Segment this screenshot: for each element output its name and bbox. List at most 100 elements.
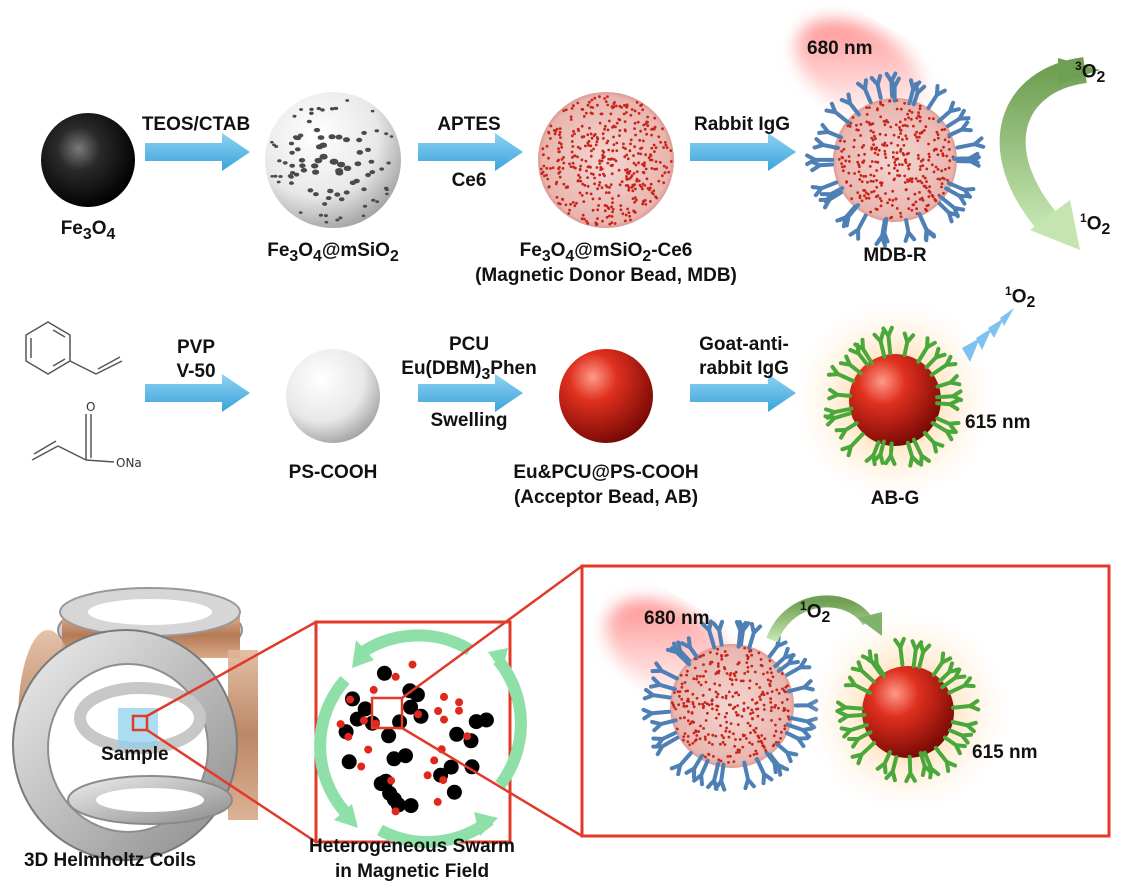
ce6-dot <box>683 681 687 684</box>
ce6-dot <box>846 124 850 128</box>
ce6-dot <box>649 154 653 158</box>
ce6-dot <box>850 197 854 201</box>
ce6-dot <box>868 165 872 168</box>
antibody <box>935 416 961 433</box>
ce6-dot <box>915 116 919 120</box>
ce6-dot <box>729 754 732 758</box>
ce6-dot <box>539 167 543 171</box>
ce6-dot <box>570 156 574 159</box>
ce6-dot <box>913 192 917 196</box>
ce6-dot <box>768 682 772 686</box>
ce6-dot <box>691 692 695 696</box>
acceptor-particle <box>408 660 417 669</box>
ce6-dot <box>714 690 718 694</box>
pore <box>345 99 350 102</box>
ce6-dot <box>918 107 922 111</box>
ce6-dot <box>599 168 603 172</box>
ce6-dot <box>574 166 577 170</box>
antibody <box>940 667 967 690</box>
magnetic-donor-particle <box>478 712 494 728</box>
singlet-oxygen-label: 1O2 <box>800 599 831 627</box>
ce6-dot <box>755 707 758 711</box>
ce6-dot <box>558 175 562 179</box>
ce6-dot <box>858 165 861 169</box>
ce6-dot <box>910 208 914 212</box>
acceptor-particle <box>440 692 448 701</box>
ce6-dot <box>867 192 870 196</box>
ce6-dot <box>589 111 593 115</box>
ce6-dot <box>654 160 658 164</box>
arrow-reagent-label: PVP <box>176 337 216 358</box>
ce6-dot <box>678 690 682 693</box>
ce6-dot <box>865 113 869 116</box>
ce6-dot <box>943 177 946 181</box>
ce6-dot <box>635 179 639 183</box>
ce6-dot <box>703 735 707 739</box>
ce6-dot <box>635 101 639 104</box>
antibody <box>936 100 961 124</box>
ce6-dot <box>701 706 705 710</box>
ce6-dot <box>727 703 731 707</box>
ce6-dot <box>686 697 690 701</box>
ce6-dot <box>898 163 901 166</box>
ce6-dot <box>703 701 707 704</box>
process-arrow <box>418 133 523 171</box>
pore <box>349 180 357 186</box>
mdb-formula-label: Fe3O4@mSiO2-Ce6 <box>519 240 693 265</box>
pore <box>270 140 274 144</box>
ce6-dot <box>698 655 702 659</box>
ce6-dot <box>623 219 627 223</box>
acceptor-formula-label: Eu&PCU@PS-COOH <box>513 462 699 483</box>
ce6-dot <box>589 192 593 196</box>
ce6-dot <box>685 699 689 703</box>
ab-g-antibody-bead <box>823 325 964 468</box>
ce6-dot <box>630 108 634 111</box>
ce6-dot <box>876 108 879 112</box>
ce6-dot <box>695 677 698 681</box>
ce6-dot <box>557 147 560 151</box>
pore <box>316 106 321 111</box>
fe3o4-label: Fe3O4 <box>60 218 116 243</box>
ce6-dot <box>879 204 883 208</box>
ce6-dot <box>613 101 616 104</box>
pore <box>272 143 276 147</box>
ce6-dot <box>936 136 940 140</box>
ce6-dot <box>590 136 594 140</box>
ce6-dot <box>596 137 600 141</box>
ce6-dot <box>893 177 896 181</box>
ce6-dot <box>724 696 728 700</box>
ce6-dot <box>782 709 786 712</box>
ce6-dot <box>862 175 866 178</box>
ce6-dot <box>663 141 667 144</box>
acceptor-particle <box>455 706 463 715</box>
ce6-dot <box>898 126 901 129</box>
antibody <box>850 740 877 766</box>
ce6-dot <box>577 179 580 182</box>
magnetic-donor-particle <box>449 726 465 742</box>
ce6-dot <box>777 692 781 695</box>
ce6-dot <box>580 194 584 197</box>
ce6-dot <box>863 152 866 156</box>
ce6-dot <box>897 135 901 139</box>
pore <box>384 186 389 190</box>
ce6-dot <box>633 145 636 149</box>
pore <box>335 218 340 222</box>
antibody <box>942 735 967 756</box>
pore <box>328 134 336 140</box>
antibody <box>776 653 800 673</box>
acceptor-particle <box>344 732 353 741</box>
ce6-dot <box>586 133 590 137</box>
acceptor-particle <box>463 732 472 741</box>
ce6-dot <box>603 97 606 100</box>
antibody <box>838 203 860 228</box>
ce6-dot <box>725 726 728 730</box>
energy-transfer-arrowhead <box>1030 200 1080 250</box>
ce6-dot <box>584 144 587 148</box>
ce6-dot <box>625 175 628 178</box>
ce6-dot <box>695 734 699 737</box>
ce6-dot <box>682 702 686 705</box>
pore <box>311 163 319 169</box>
ce6-dot <box>894 197 898 201</box>
ce6-dot <box>685 704 689 708</box>
ce6-dot <box>780 672 784 676</box>
